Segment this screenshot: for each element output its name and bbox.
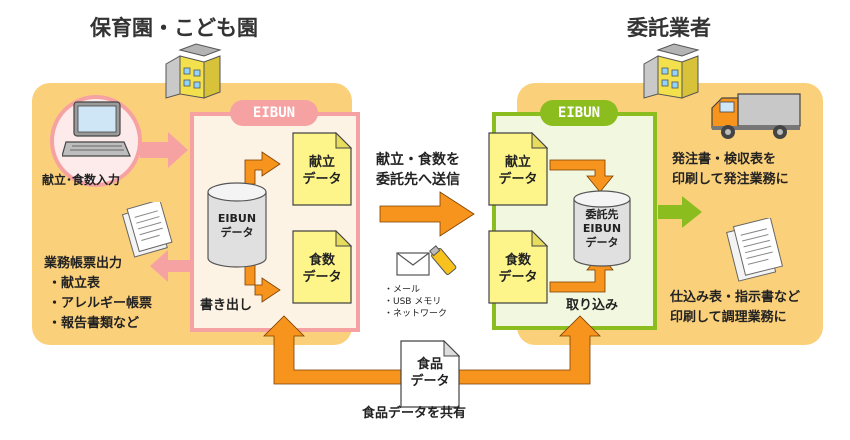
send-text: 献立・食数を 委託先へ送信 bbox=[376, 152, 460, 188]
report-output-arrow bbox=[150, 250, 190, 282]
output-arrow bbox=[658, 196, 702, 228]
right-eibun-database: 委託先 EIBUN データ bbox=[572, 190, 632, 268]
export-arrow-count bbox=[244, 264, 281, 303]
contractor-building-icon bbox=[643, 43, 700, 99]
import-arrow-menu bbox=[549, 159, 614, 193]
send-arrow bbox=[379, 191, 475, 237]
mail-icon bbox=[396, 252, 430, 276]
order-text: 発注書・検収表を 印刷して発注業務に bbox=[672, 152, 789, 187]
left-eibun-tab: EIBUN bbox=[230, 100, 318, 126]
right-count-data-doc: 食数 データ bbox=[488, 230, 548, 304]
export-label: 書き出し bbox=[200, 298, 253, 313]
import-label: 取り込み bbox=[566, 298, 619, 313]
nursery-building-icon bbox=[165, 43, 222, 99]
output-item-1: ・献立表 bbox=[48, 276, 101, 291]
usb-memory-icon bbox=[429, 245, 457, 275]
cook-text: 仕込み表・指示書など 印刷して調理業務に bbox=[670, 290, 801, 325]
method-usb: ・USB メモリ bbox=[384, 297, 442, 307]
right-menu-data-doc: 献立 データ bbox=[488, 132, 548, 206]
share-label: 食品データを共有 bbox=[362, 406, 467, 421]
export-arrow-menu bbox=[244, 151, 281, 185]
input-arrow bbox=[140, 132, 188, 168]
food-data-doc: 食品 データ bbox=[400, 340, 460, 408]
output-item-2: ・アレルギー帳票 bbox=[48, 296, 153, 311]
right-db-label: 委託先 EIBUN データ bbox=[582, 208, 622, 249]
right-eibun-tab: EIBUN bbox=[540, 100, 618, 126]
delivery-truck-icon bbox=[711, 93, 801, 139]
output-item-3: ・報告書類など bbox=[48, 316, 140, 331]
output-title: 業務帳票出力 bbox=[44, 256, 123, 271]
method-mail: ・メール bbox=[384, 285, 421, 295]
report-papers-icon bbox=[121, 202, 173, 258]
left-menu-data-doc: 献立 データ bbox=[292, 132, 352, 206]
computer-icon bbox=[62, 101, 131, 157]
left-eibun-database: EIBUN データ bbox=[206, 182, 268, 268]
right-title: 委託業者 bbox=[627, 16, 711, 40]
method-network: ・ネットワーク bbox=[384, 309, 448, 319]
pc-caption: 献立･食数入力 bbox=[42, 173, 121, 187]
cooking-papers-icon bbox=[726, 218, 784, 282]
left-count-data-doc: 食数 データ bbox=[292, 230, 352, 304]
left-title: 保育園・こども園 bbox=[90, 16, 258, 40]
left-db-label: EIBUN データ bbox=[217, 212, 257, 239]
